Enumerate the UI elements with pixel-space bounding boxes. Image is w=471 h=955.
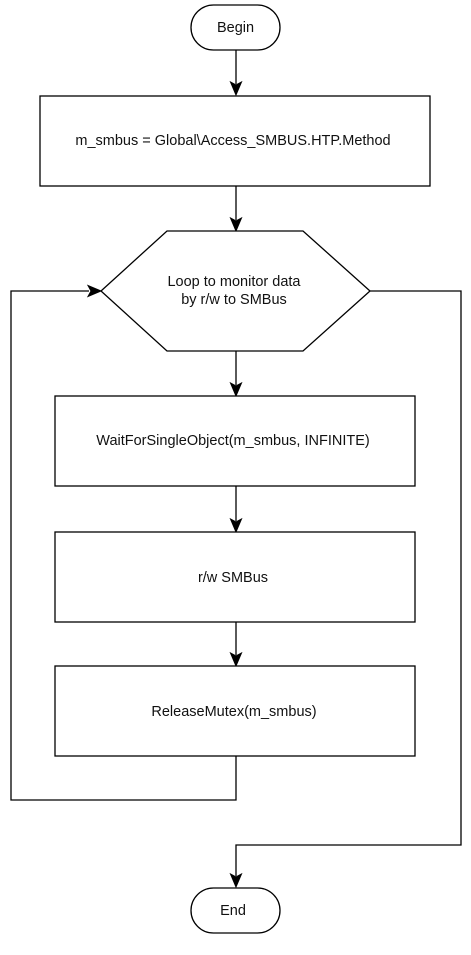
- end-terminator: [190, 887, 281, 934]
- release-label: ReleaseMutex(m_smbus): [151, 704, 316, 720]
- init-label: m_smbus = Global\Access_SMBUS.HTP.Method: [75, 133, 390, 149]
- rw-label: r/w SMBus: [198, 570, 268, 586]
- wait-process-box: [54, 395, 416, 487]
- arrowhead-init: [229, 80, 243, 97]
- node-loop: Loop to monitor data by r/w to SMBus: [100, 230, 371, 352]
- connectors: [10, 50, 462, 889]
- edge-loop-exit-to-end: [235, 290, 462, 876]
- node-end: End: [190, 887, 281, 934]
- edge-release-back-to-loop: [10, 290, 237, 801]
- rw-process-box: [54, 531, 416, 623]
- begin-label: Begin: [217, 20, 254, 36]
- arrowhead-loop: [229, 216, 243, 233]
- arrowhead-loop-return: [86, 284, 103, 298]
- wait-label: WaitForSingleObject(m_smbus, INFINITE): [96, 433, 369, 449]
- end-label: End: [220, 903, 246, 919]
- loop-label-line2: by r/w to SMBus: [181, 292, 287, 308]
- node-init: m_smbus = Global\Access_SMBUS.HTP.Method: [39, 95, 431, 187]
- node-release: ReleaseMutex(m_smbus): [54, 665, 416, 757]
- loop-label-line1: Loop to monitor data: [167, 274, 301, 290]
- arrowhead-wait: [229, 381, 243, 398]
- node-rw: r/w SMBus: [54, 531, 416, 623]
- init-process-box: [39, 95, 431, 187]
- begin-terminator: [190, 4, 281, 51]
- release-process-box: [54, 665, 416, 757]
- node-wait: WaitForSingleObject(m_smbus, INFINITE): [54, 395, 416, 487]
- loop-hexagon: [100, 230, 371, 352]
- arrowhead-release: [229, 651, 243, 668]
- arrowhead-end: [229, 872, 243, 889]
- node-begin: Begin: [190, 4, 281, 51]
- arrowhead-rw: [229, 517, 243, 534]
